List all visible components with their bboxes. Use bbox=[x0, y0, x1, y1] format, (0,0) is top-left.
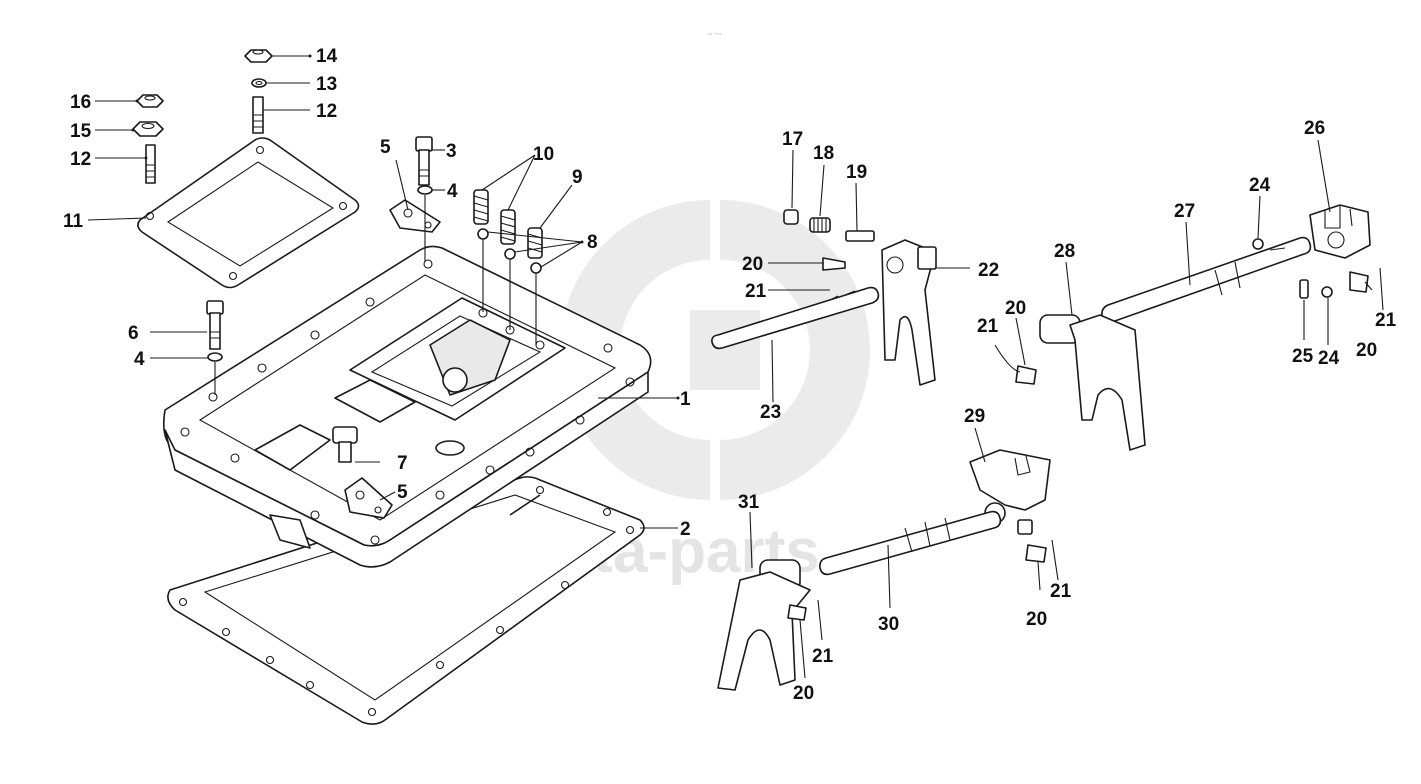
shaft-23 bbox=[711, 286, 880, 350]
callout-22: 22 bbox=[978, 260, 999, 281]
spring-18 bbox=[809, 217, 831, 233]
callout-14: 14 bbox=[316, 46, 338, 67]
bolt-3 bbox=[415, 136, 433, 186]
watermark-small-mark: ˷˳ ˳˳˳ bbox=[707, 28, 722, 35]
ball-24-lower bbox=[1321, 286, 1333, 298]
pin-25 bbox=[1299, 279, 1309, 299]
callout-31: 31 bbox=[738, 492, 760, 513]
spring-10-left bbox=[473, 189, 489, 225]
balls-8 bbox=[477, 228, 542, 274]
callout-10: 10 bbox=[533, 144, 554, 165]
spring-10-right bbox=[500, 209, 516, 245]
callout-20-right: 20 bbox=[1356, 340, 1377, 361]
screw-20-lower-right bbox=[1025, 544, 1047, 563]
callout-27: 27 bbox=[1174, 201, 1195, 222]
callout-23: 23 bbox=[760, 402, 781, 423]
callout-12-left: 12 bbox=[70, 149, 91, 170]
callout-24-upper: 24 bbox=[1249, 175, 1271, 196]
fork-28 bbox=[1039, 314, 1146, 451]
callout-21-right: 21 bbox=[1375, 310, 1397, 331]
leader-lines bbox=[87, 55, 1384, 679]
stud-12-left bbox=[145, 144, 156, 184]
washer-4-top bbox=[417, 185, 433, 195]
callout-1: 1 bbox=[680, 389, 691, 410]
callout-20-lower-right: 20 bbox=[1026, 609, 1047, 630]
washer-13 bbox=[251, 78, 267, 88]
callout-2: 2 bbox=[680, 519, 691, 540]
screw-20-lower-left bbox=[787, 604, 807, 621]
callout-8: 8 bbox=[587, 232, 598, 253]
callout-28: 28 bbox=[1054, 241, 1075, 262]
callout-17: 17 bbox=[782, 129, 803, 150]
bracket-5-top bbox=[389, 199, 441, 233]
callout-25: 25 bbox=[1292, 346, 1314, 367]
block-26 bbox=[1309, 204, 1371, 259]
shaft-30 bbox=[819, 510, 1002, 576]
fork-22 bbox=[881, 239, 937, 386]
nut-16 bbox=[136, 94, 164, 108]
leader-dots bbox=[131, 54, 680, 400]
plug-17 bbox=[783, 209, 799, 225]
callout-5-bottom: 5 bbox=[397, 482, 408, 503]
callout-21-lower-right: 21 bbox=[1050, 581, 1072, 602]
callout-21-mid: 21 bbox=[977, 316, 999, 337]
lower-gasket bbox=[167, 476, 645, 725]
nut-15 bbox=[132, 121, 164, 137]
callout-3: 3 bbox=[446, 141, 457, 162]
callout-12-right: 12 bbox=[316, 101, 337, 122]
callout-4-top: 4 bbox=[447, 181, 458, 202]
ball-24-upper bbox=[1252, 238, 1264, 250]
screw-20-upper bbox=[822, 257, 846, 271]
callout-7: 7 bbox=[397, 453, 408, 474]
callout-15: 15 bbox=[70, 121, 92, 142]
callout-20-upper: 20 bbox=[742, 254, 763, 275]
screw-20-mid bbox=[1015, 365, 1037, 385]
main-housing bbox=[162, 245, 652, 568]
callout-11: 11 bbox=[63, 211, 84, 232]
callout-9: 9 bbox=[572, 167, 583, 188]
bracket-5-bottom bbox=[344, 477, 393, 519]
top-cover-plate bbox=[137, 137, 360, 289]
callout-29: 29 bbox=[964, 406, 985, 427]
callout-5-top: 5 bbox=[380, 137, 391, 158]
callout-30: 30 bbox=[878, 614, 899, 635]
callout-16: 16 bbox=[70, 92, 91, 113]
washer-4-left bbox=[207, 352, 223, 362]
callout-21-lower-left: 21 bbox=[812, 646, 834, 667]
callout-24-lower: 24 bbox=[1318, 348, 1340, 369]
callout-19: 19 bbox=[846, 162, 867, 183]
holes-to-housing bbox=[214, 195, 537, 395]
screw-20-right bbox=[1349, 271, 1369, 293]
callout-6: 6 bbox=[128, 323, 139, 344]
callout-26: 26 bbox=[1304, 118, 1325, 139]
plug-7 bbox=[332, 426, 358, 463]
callout-18: 18 bbox=[813, 143, 834, 164]
fork-31 bbox=[717, 559, 811, 691]
callout-labels: 1 2 3 4 4 5 5 6 7 8 9 10 11 12 12 13 14 … bbox=[63, 46, 1397, 704]
stud-12-right bbox=[252, 96, 264, 134]
callout-13: 13 bbox=[316, 74, 337, 95]
bolt-6 bbox=[206, 300, 224, 350]
shaft-27 bbox=[1101, 236, 1312, 324]
callout-4-left: 4 bbox=[134, 349, 145, 370]
callout-20-lower-left: 20 bbox=[793, 683, 814, 704]
callout-20-mid: 20 bbox=[1005, 298, 1026, 319]
nut-14 bbox=[244, 49, 273, 63]
pin-19 bbox=[845, 230, 875, 242]
spring-9 bbox=[527, 227, 543, 259]
callout-21-upper: 21 bbox=[745, 281, 767, 302]
